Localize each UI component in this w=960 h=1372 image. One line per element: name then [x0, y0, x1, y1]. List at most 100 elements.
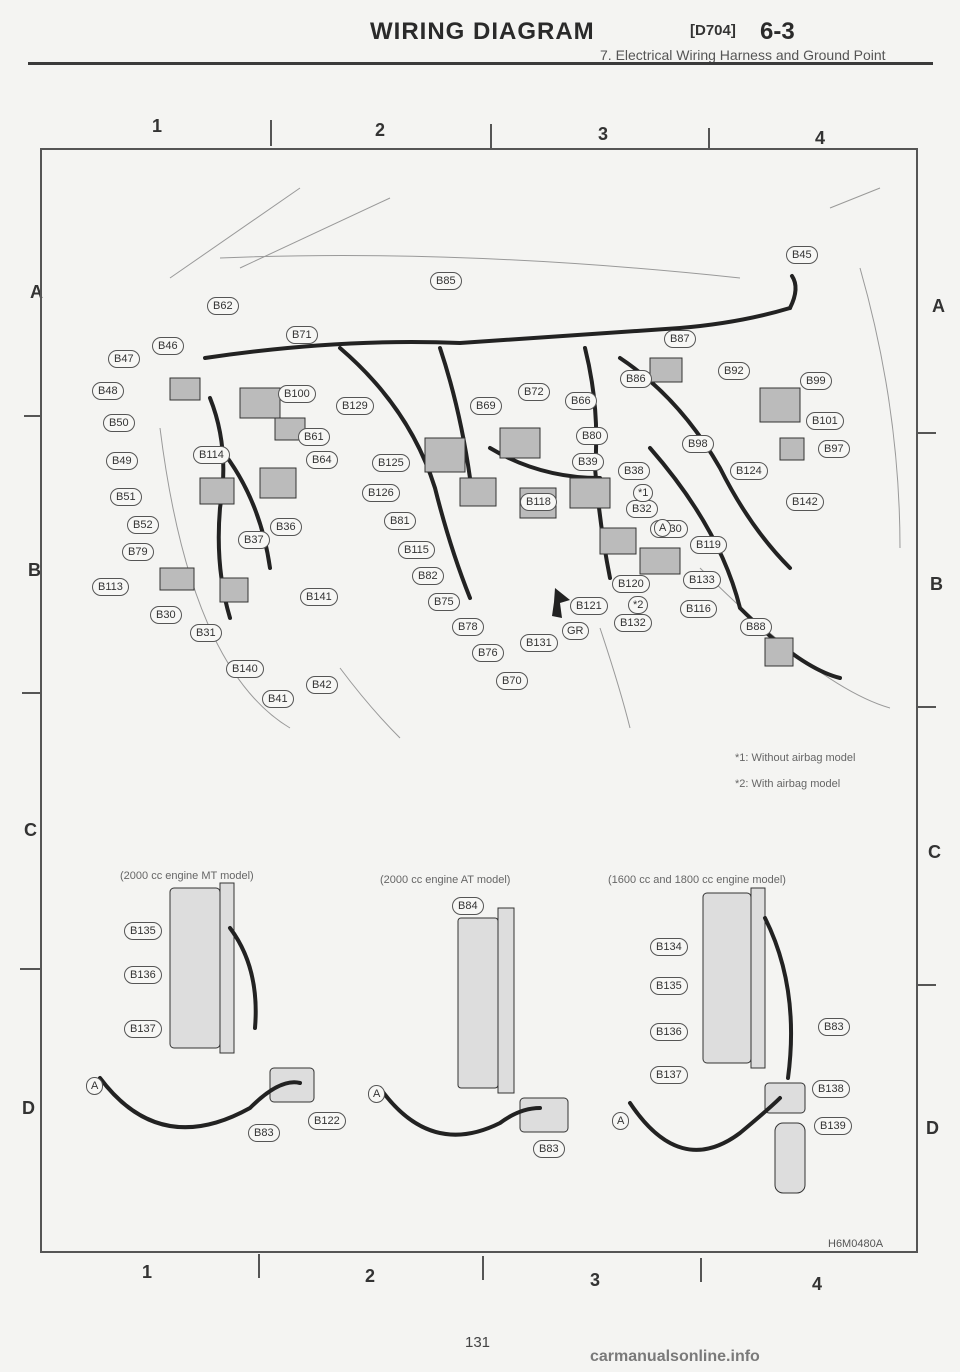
column-label-top-1: 1	[152, 116, 163, 136]
row-label-left-a: A	[30, 282, 43, 302]
page-number: 131	[465, 1334, 491, 1351]
sub-connector-label: A	[86, 1077, 104, 1095]
connector-label: B133	[683, 571, 721, 589]
sub-connector-label: B136	[124, 966, 162, 984]
connector-label: B37	[238, 531, 270, 549]
connector-label: B97	[818, 440, 850, 458]
connector-label: B32	[626, 500, 658, 518]
connector-label: B124	[730, 462, 768, 480]
connector-label: B129	[336, 397, 374, 415]
sub-connector-label: B136	[650, 1023, 688, 1041]
connector-label: B98	[682, 435, 714, 453]
subdiagram-caption-at: (2000 cc engine AT model)	[380, 874, 511, 886]
connector-label: B47	[108, 350, 140, 368]
connector-label: B88	[740, 618, 772, 636]
connector-label: B48	[92, 382, 124, 400]
sub-connector-label: B122	[308, 1112, 346, 1130]
sub-connector-label: B134	[650, 938, 688, 956]
sub-connector-label: B83	[248, 1124, 280, 1142]
sub-connector-label: B83	[818, 1018, 850, 1036]
connector-label: B70	[496, 672, 528, 690]
sub-connector-label: B137	[650, 1066, 688, 1084]
connector-label: B30	[150, 606, 182, 624]
connector-label: B45	[786, 246, 818, 264]
column-label-bottom-3: 3	[590, 1270, 601, 1290]
connector-label: B39	[572, 453, 604, 471]
connector-label: B82	[412, 567, 444, 585]
connector-label: B125	[372, 454, 410, 472]
connector-label: B78	[452, 618, 484, 636]
sub-connector-label: B135	[650, 977, 688, 995]
connector-label: B113	[92, 578, 129, 596]
subdiagram-caption-mt: (2000 cc engine MT model)	[120, 870, 254, 882]
page-title: WIRING DIAGRAM	[370, 18, 595, 45]
watermark: carmanualsonline.info	[590, 1348, 760, 1365]
row-divider	[24, 415, 40, 417]
row-label-right-d: D	[926, 1118, 939, 1138]
row-divider	[22, 692, 40, 694]
row-label-right-c: C	[928, 842, 941, 862]
connector-label: B31	[190, 624, 222, 642]
connector-label: B62	[207, 297, 239, 315]
connector-label: B76	[472, 644, 504, 662]
connector-label: B121	[570, 597, 608, 615]
column-divider	[700, 1258, 702, 1282]
connector-label: B87	[664, 330, 696, 348]
connector-label: B126	[362, 484, 400, 502]
sub-connector-label: B83	[533, 1140, 565, 1158]
connector-label: B120	[612, 575, 650, 593]
connector-label: B50	[103, 414, 135, 432]
connector-label: B66	[565, 392, 597, 410]
connector-label: B64	[306, 451, 338, 469]
connector-label: B52	[127, 516, 159, 534]
column-label-top-4: 4	[815, 128, 826, 148]
connector-label: B99	[800, 372, 832, 390]
wiring-diagram	[98, 187, 901, 1194]
connector-label: B72	[518, 383, 550, 401]
header-rule	[28, 62, 933, 65]
connector-label: B131	[520, 634, 558, 652]
column-divider	[490, 124, 492, 148]
row-label-right-b: B	[930, 574, 943, 594]
connector-label: B75	[428, 593, 460, 611]
sub-connector-label: B137	[124, 1020, 162, 1038]
column-label-bottom-2: 2	[365, 1266, 376, 1286]
page-reference: 6-3	[760, 18, 795, 45]
column-divider	[708, 128, 710, 150]
connector-label: B38	[618, 462, 650, 480]
connector-label: B79	[122, 543, 154, 561]
connector-label: B41	[262, 690, 294, 708]
row-divider	[918, 706, 936, 708]
connector-label: *2	[628, 596, 649, 614]
connector-label: A	[654, 519, 672, 537]
page-subtitle: 7. Electrical Wiring Harness and Ground …	[600, 47, 886, 63]
row-divider	[20, 968, 40, 970]
connector-label: B51	[110, 488, 142, 506]
sub-connector-label: B139	[814, 1117, 852, 1135]
column-divider	[482, 1256, 484, 1280]
connector-label: B132	[614, 614, 652, 632]
connector-label: B116	[680, 600, 717, 618]
note-with-airbag: *2: With airbag model	[735, 778, 841, 790]
row-divider	[918, 432, 936, 434]
connector-label: *1	[633, 484, 654, 502]
connector-label: B86	[620, 370, 652, 388]
row-label-left-d: D	[22, 1098, 35, 1118]
connector-label: B46	[152, 337, 184, 355]
row-label-left-c: C	[24, 820, 37, 840]
connector-label: B142	[786, 493, 824, 511]
row-label-left-b: B	[28, 560, 41, 580]
sub-connector-label: B138	[812, 1080, 850, 1098]
column-divider	[258, 1254, 260, 1278]
subdiagram-caption-1600: (1600 cc and 1800 cc engine model)	[608, 874, 786, 886]
connector-label: B140	[226, 660, 264, 678]
connector-label: GR	[562, 622, 589, 640]
sub-connector-label: A	[612, 1112, 630, 1130]
connector-label: B71	[286, 326, 318, 344]
column-divider	[270, 120, 272, 146]
connector-label: B114	[193, 446, 230, 464]
column-label-top-3: 3	[598, 124, 609, 144]
sub-connector-label: B84	[452, 897, 484, 915]
connector-label: B141	[300, 588, 338, 606]
connector-label: B101	[806, 412, 844, 430]
